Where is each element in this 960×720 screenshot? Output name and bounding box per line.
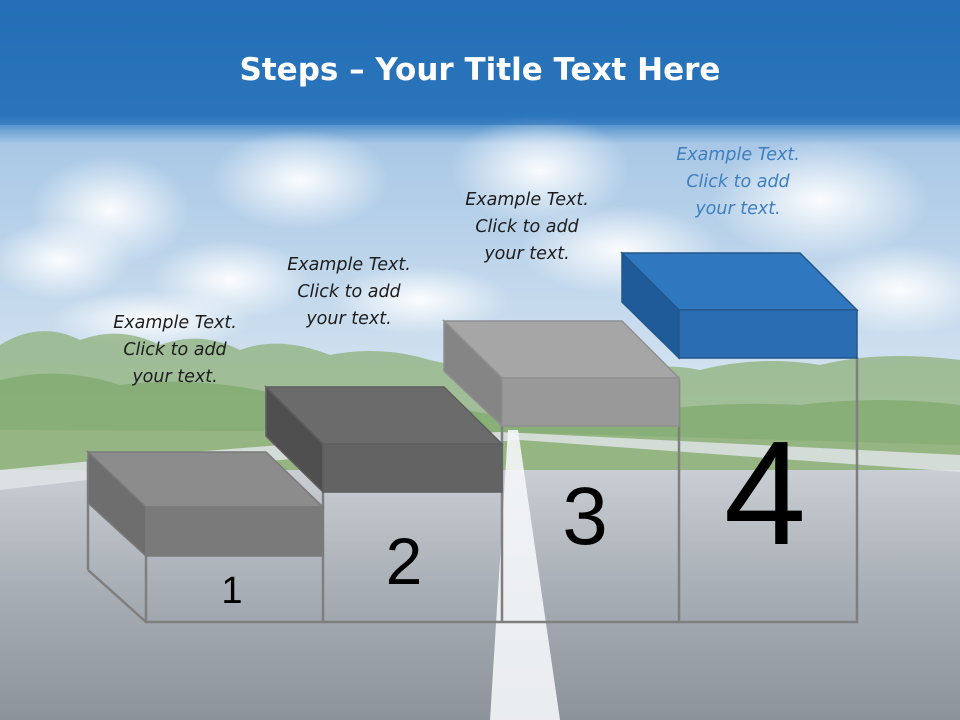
caption-line: Example Text.	[465, 190, 589, 210]
title-rest: – Your Title Text Here	[338, 52, 721, 88]
road-center-line	[490, 430, 560, 720]
step-2-number: 2	[385, 524, 423, 598]
title-bold: Steps	[239, 52, 339, 88]
caption-line: Example Text.	[113, 313, 237, 333]
caption-line: Click to add	[123, 340, 227, 360]
step-1-number: 1	[221, 570, 243, 612]
caption-line: Click to add	[475, 217, 579, 237]
caption-line: your text.	[695, 199, 781, 219]
stairs-outline	[86, 357, 859, 624]
step-2-caption[interactable]: Example Text. Click to add your text.	[249, 252, 449, 333]
caption-line: your text.	[306, 309, 392, 329]
slide-title: Steps – Your Title Text Here	[0, 52, 960, 88]
step-4-number: 4	[723, 411, 807, 576]
step-3-caption[interactable]: Example Text. Click to add your text.	[427, 187, 627, 268]
caption-line: Example Text.	[287, 255, 411, 275]
step-1-block[interactable]	[86, 450, 325, 558]
step-4-caption[interactable]: Example Text. Click to add your text.	[638, 142, 838, 223]
step-3-block[interactable]	[442, 319, 681, 428]
caption-line: Click to add	[686, 172, 790, 192]
step-1-caption[interactable]: Example Text. Click to add your text.	[75, 310, 275, 391]
caption-line: your text.	[132, 367, 218, 387]
caption-line: Example Text.	[676, 145, 800, 165]
step-2-block[interactable]	[264, 385, 504, 494]
step-4-block[interactable]	[620, 251, 859, 360]
caption-line: your text.	[484, 244, 570, 264]
caption-line: Click to add	[297, 282, 401, 302]
step-3-number: 3	[562, 471, 608, 562]
